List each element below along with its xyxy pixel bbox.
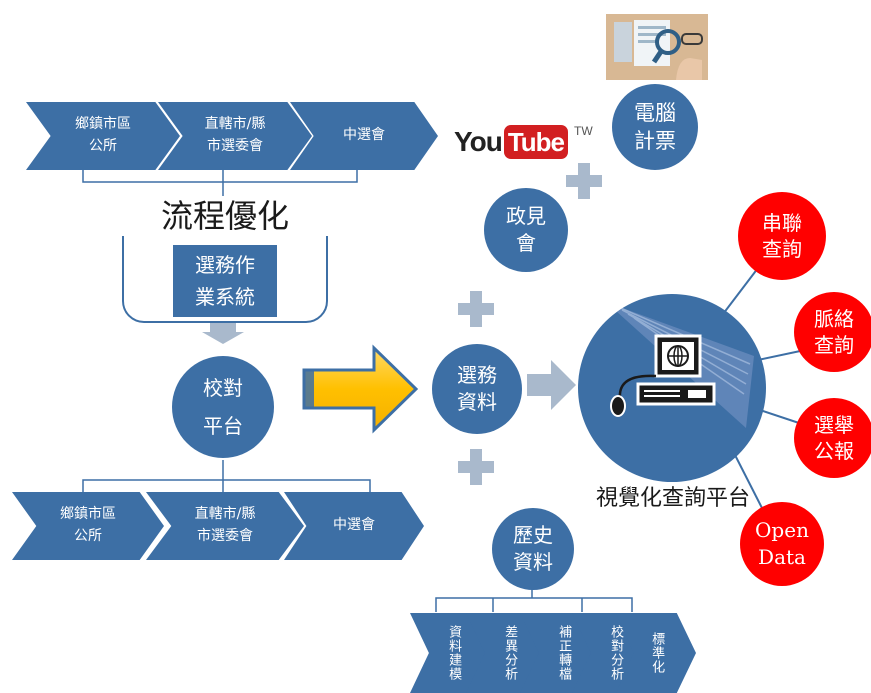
bottom-chevron-township: 鄉鎮市區 公所 <box>12 492 164 560</box>
bottom-chevron-cec: 中選會 <box>284 492 424 560</box>
visual-platform-label: 視覺化查詢平台 <box>595 486 750 511</box>
youtube-tw: TW <box>574 124 593 138</box>
history-data-circle: 歷史 資料 <box>492 508 574 590</box>
proof-platform-circle: 校對 平台 <box>172 356 274 458</box>
computer-counting-circle: 電腦 計票 <box>612 84 698 170</box>
context-query-circle: 脈絡 查詢 <box>794 292 871 372</box>
top-chevron-city-commission: 直轄市/縣 市選委會 <box>158 102 312 170</box>
youtube-tube: Tube <box>503 125 568 159</box>
election-bulletin-circle: 選舉 公報 <box>794 398 871 478</box>
linked-query-circle: 串聯 查詢 <box>738 192 826 280</box>
bottom-chevron-city-commission: 直轄市/縣 市選委會 <box>146 492 304 560</box>
youtube-logo: You Tube TW <box>454 122 593 162</box>
open-data-circle: Open Data <box>740 502 824 586</box>
visual-platform-circle <box>578 294 766 482</box>
document-search-icon <box>606 14 708 80</box>
policy-forum-circle: 政見 會 <box>484 188 568 272</box>
plus-icon-top <box>566 163 602 199</box>
top-chevron-township: 鄉鎮市區 公所 <box>26 102 180 170</box>
youtube-you: You <box>454 126 503 157</box>
top-chevron-cec: 中選會 <box>290 102 438 170</box>
plus-icon-bottom <box>458 449 494 485</box>
process-title: 流程優化 <box>122 196 328 236</box>
election-data-circle: 選務 資料 <box>432 344 522 434</box>
plus-icon-middle <box>458 291 494 327</box>
election-affairs-system: 選務作 業系統 <box>173 245 277 317</box>
